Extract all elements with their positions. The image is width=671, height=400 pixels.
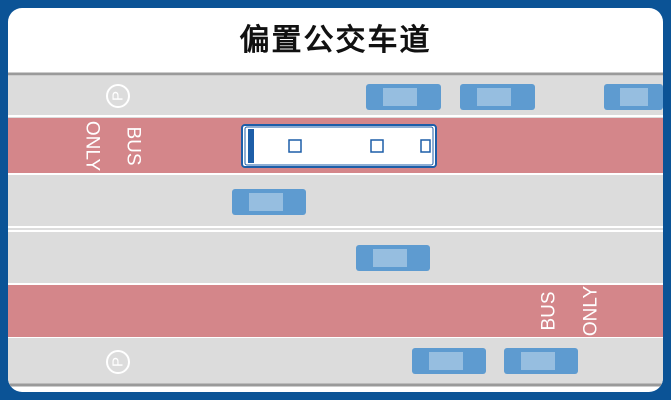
car-icon xyxy=(412,348,486,374)
bus-lane-marking-only: ONLY xyxy=(581,286,602,337)
road-diagram: P P ONLY BUS ONLY BUS xyxy=(8,72,663,387)
bus-lane-marking-bus: BUS xyxy=(539,291,560,330)
bus-lane-marking-only: ONLY xyxy=(82,121,103,172)
svg-text:P: P xyxy=(110,91,127,101)
bus-icon xyxy=(241,124,437,168)
car-icon xyxy=(356,245,430,271)
parking-icon: P xyxy=(106,350,130,374)
parking-icon: P xyxy=(106,84,130,108)
car-icon xyxy=(604,84,663,110)
car-icon xyxy=(366,84,441,110)
svg-text:P: P xyxy=(110,357,127,367)
bus-lane-bottom xyxy=(8,284,663,337)
car-icon xyxy=(460,84,535,110)
car-icon xyxy=(232,189,306,215)
diagram-title: 偏置公交车道 xyxy=(239,23,432,58)
bus-lane-marking-bus: BUS xyxy=(123,126,144,165)
diagram-frame: 偏置公交车道 P P ONLY BUS ONLY BUS xyxy=(8,8,663,392)
car-icon xyxy=(504,348,578,374)
